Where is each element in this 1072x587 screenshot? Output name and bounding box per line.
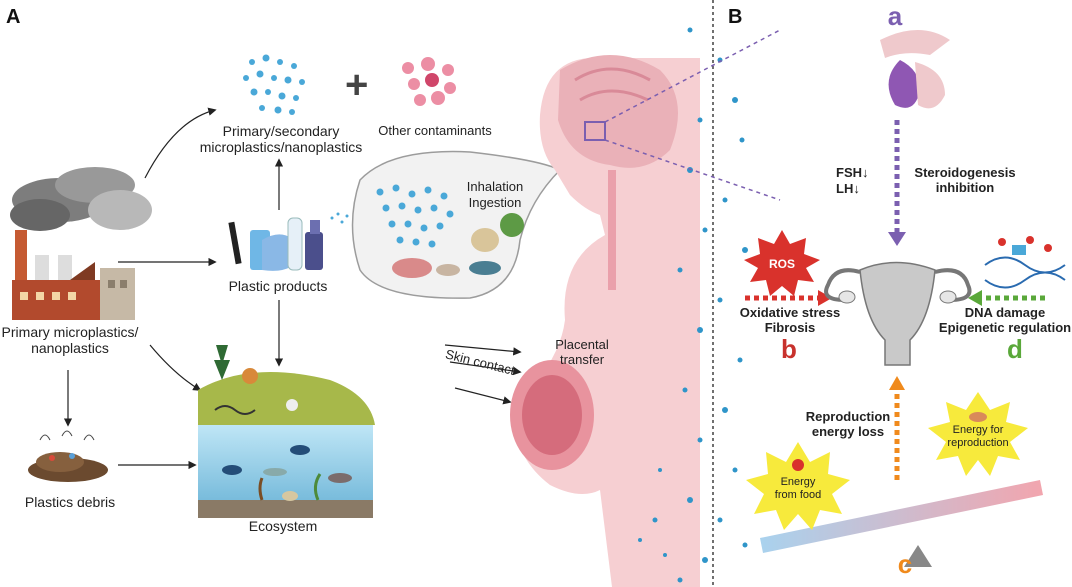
ros-label: ROS (768, 257, 795, 271)
fsh-label: FSH↓ (836, 165, 869, 180)
letter-b: b (781, 334, 797, 364)
primary-source-label: Primary microplastics/ nanoplastics (1, 324, 139, 357)
lh-label: LH↓ (836, 181, 860, 196)
green-arrow-d (968, 290, 1045, 306)
seesaw-beam (760, 480, 1043, 553)
letter-c: c (897, 549, 913, 579)
factory-icon (10, 167, 152, 320)
dna-icon (984, 236, 1066, 289)
plastic-products-label: Plastic products (228, 278, 328, 294)
oxidative-stress-label: Oxidative stress Fibrosis (739, 305, 841, 335)
letter-d: d (1007, 334, 1023, 364)
plus-icon: + (345, 63, 368, 107)
uterus-icon (824, 261, 972, 366)
panel-b-label: B (728, 6, 743, 28)
ros-starburst-icon (744, 230, 820, 296)
energy-repro-label: Energy for reproduction (947, 424, 1009, 449)
orange-arrow-c (889, 376, 905, 480)
ecosystem-icon (198, 345, 375, 518)
purple-arrow-a (888, 120, 906, 246)
other-contaminants-label: Other contaminants (378, 123, 492, 138)
seesaw-fulcrum (904, 545, 932, 567)
contaminant-particles-icon (402, 57, 456, 106)
plastic-debris-icon (28, 430, 108, 482)
pituitary-gland-icon (880, 30, 950, 109)
energy-food-label: Energy from food (774, 476, 822, 501)
ecosystem-label: Ecosystem (248, 518, 318, 534)
placental-transfer-label: Placental transfer (555, 337, 609, 367)
zoom-line-lower (604, 139, 781, 201)
flow-arrows (63, 107, 522, 470)
inhalation-label: Inhalation (466, 179, 524, 194)
plastic-products-icon (228, 212, 349, 271)
inhalation-ingestion-bubble (351, 150, 562, 299)
energy-repro-starburst (928, 392, 1028, 476)
letter-a: a (887, 1, 903, 31)
plastics-debris-label: Plastics debris (24, 494, 116, 510)
panel-a-label: A (6, 6, 21, 28)
red-arrow-b (745, 290, 832, 306)
reproduction-loss-label: Reproduction energy loss (805, 409, 891, 439)
apple-icon (792, 459, 804, 471)
mitochondria-icon (969, 412, 987, 422)
steroidogenesis-label: Steroidogenesis inhibition (914, 165, 1016, 195)
zoom-line-upper (604, 29, 781, 123)
zoom-box (584, 121, 606, 141)
microplastic-particles-icon (243, 54, 305, 115)
ingestion-label: Ingestion (468, 195, 522, 210)
primary-secondary-label: Primary/secondary microplastics/nanoplas… (199, 123, 363, 156)
dna-damage-label: DNA damage Epigenetic regulation (938, 305, 1072, 335)
energy-food-starburst (746, 442, 850, 530)
falling-microplastic-particles (638, 27, 748, 583)
